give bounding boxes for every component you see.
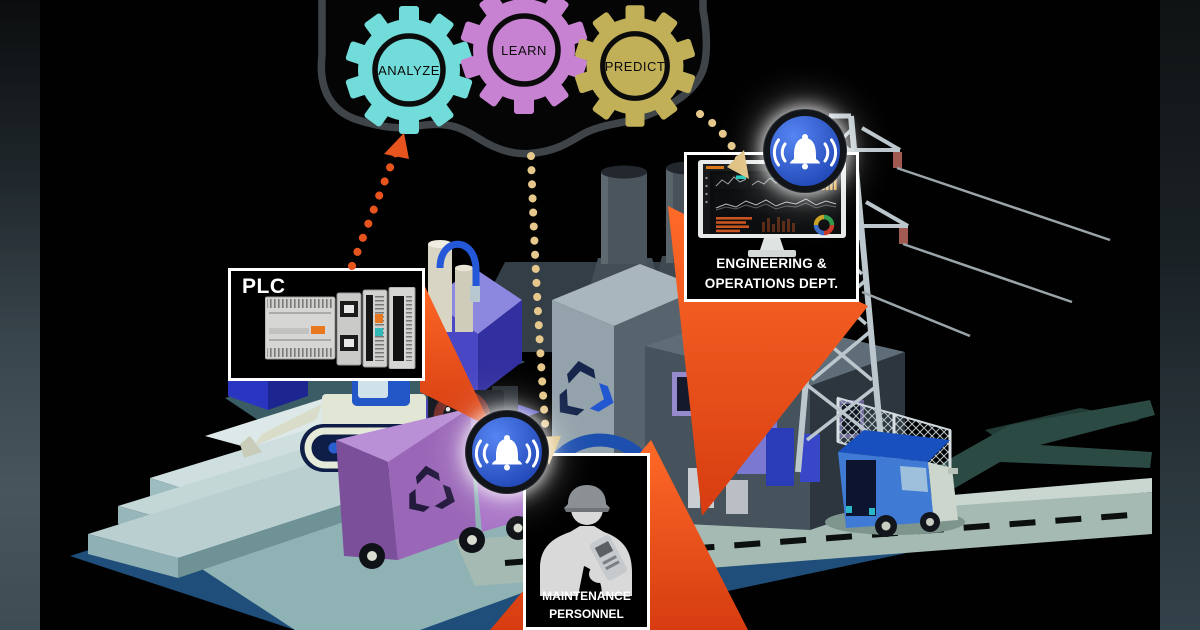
pipes: [428, 240, 480, 332]
gear-predict-label: PREDICT: [605, 59, 666, 74]
maintenance-label: MAINTENANCE PERSONNEL: [542, 588, 631, 622]
plc-callout: PLC: [228, 268, 425, 381]
power-lines: [861, 166, 1111, 338]
engineering-label: ENGINEERING & OPERATIONS DEPT.: [704, 255, 839, 291]
arrow-cloud-to-engineering: [696, 110, 749, 179]
left-edge-gradient: [0, 0, 40, 630]
bell-alert-icon: [763, 109, 847, 193]
delivery-van: [825, 430, 965, 537]
gear-analyze-label: ANALYZE: [378, 63, 440, 78]
bell-alert-icon: [465, 410, 549, 494]
maintenance-callout: MAINTENANCE PERSONNEL: [523, 453, 650, 630]
gear-learn-label: LEARN: [501, 43, 547, 58]
tower-shadow: [930, 400, 1155, 488]
arrow-plc-to-cloud: [348, 133, 409, 270]
plc-label: PLC: [242, 275, 286, 298]
insulator: [893, 152, 902, 168]
right-edge-gradient: [1160, 0, 1200, 630]
insulator: [899, 228, 908, 244]
plc-device-image: [265, 287, 416, 369]
recycle-logo: [559, 361, 614, 416]
worker-silhouette-image: [539, 485, 632, 596]
plc-highlight-wedge: [420, 276, 492, 428]
